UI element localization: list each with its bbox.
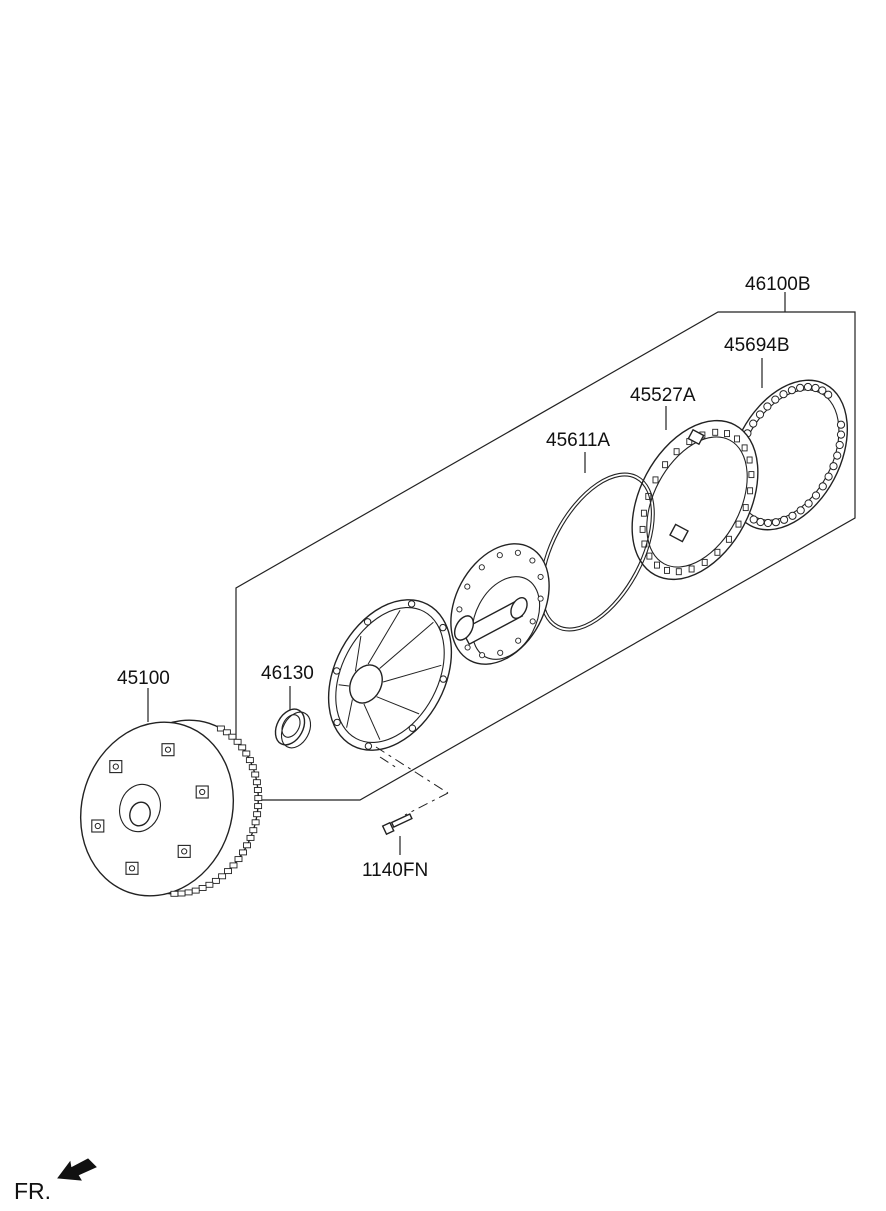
seal-ring-part[interactable] bbox=[516, 452, 678, 650]
bolt-part[interactable] bbox=[381, 813, 413, 855]
ring-gear-part[interactable] bbox=[705, 358, 872, 550]
front-direction-indicator: FR. bbox=[14, 1158, 97, 1204]
stator-part[interactable] bbox=[607, 399, 784, 601]
front-direction-label: FR. bbox=[14, 1178, 51, 1204]
pump-cover-part[interactable] bbox=[431, 527, 569, 681]
pump-housing-part[interactable] bbox=[304, 579, 476, 816]
assembly-outline bbox=[235, 292, 856, 801]
label-46100b: 46100B bbox=[745, 274, 811, 295]
label-45694b: 45694B bbox=[724, 335, 790, 356]
arrow-icon bbox=[57, 1158, 97, 1181]
oil-seal-part[interactable] bbox=[270, 686, 317, 753]
label-46130: 46130 bbox=[261, 663, 314, 684]
torque-converter-part[interactable] bbox=[58, 688, 280, 916]
label-45611a: 45611A bbox=[546, 430, 610, 451]
label-1140fn: 1140FN bbox=[362, 860, 428, 881]
label-45527a: 45527A bbox=[630, 385, 696, 406]
label-45100: 45100 bbox=[117, 668, 170, 689]
